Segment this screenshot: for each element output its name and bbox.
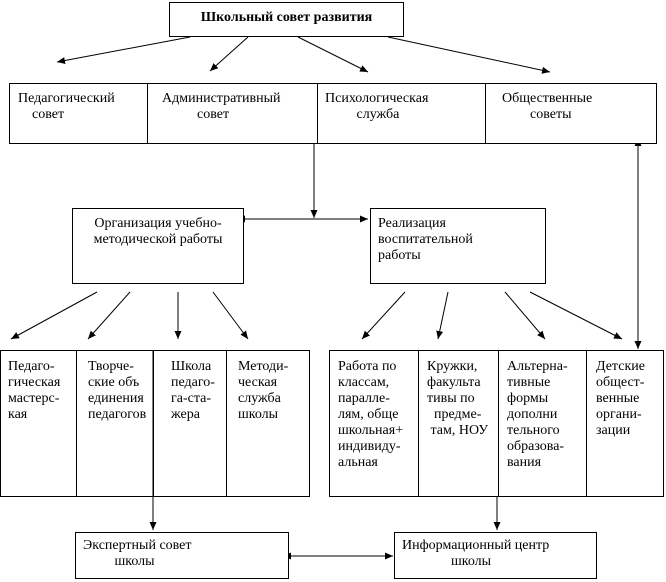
clubs-electives-cell: Кружки, факульта тивы по предме- там, НО… [418, 351, 498, 496]
arrow-root-to-public-councils [387, 36, 551, 74]
children-organizations-label: Детские общест- венные органи- зации [596, 359, 645, 438]
methodical-work-box: Организация учебно- методической работы [72, 208, 244, 284]
pedagogical-workshop-cell: Педаго- гическая мастерс- кая [1, 351, 76, 496]
top-row-box: Педагогический совет Административный со… [9, 83, 657, 144]
arrow-methodical-to-creative [87, 291, 131, 340]
public-councils-cell: Общественные советы [485, 84, 658, 143]
educational-work-label: Реализация воспитательной работы [378, 216, 473, 263]
pedagogical-council-cell: Педагогический совет [10, 84, 147, 143]
creative-teams-label: Творче- ские объ единения педагогов [88, 359, 147, 422]
class-work-cell: Работа по классам, паралле- лям, обще шк… [330, 351, 418, 496]
methodical-service-cell: Методи- ческая служба школы [226, 351, 311, 496]
psych-service-label: Психологическая служба [325, 91, 429, 122]
intern-teacher-school-label: Школа педаго- га-ста- жера [171, 359, 215, 422]
arrow-root-to-pedagogical-council [56, 36, 191, 64]
arrow-educational-to-clubs [436, 291, 449, 340]
pedagogical-council-label: Педагогический совет [18, 91, 115, 122]
public-councils-label: Общественные советы [502, 91, 593, 122]
info-center-label: Информационный центр школы [402, 538, 550, 569]
methodical-work-label: Организация учебно- методической работы [93, 216, 223, 247]
clubs-electives-label: Кружки, факульта тивы по предме- там, НО… [427, 359, 489, 438]
intern-teacher-school-cell: Школа педаго- га-ста- жера [153, 351, 226, 496]
educational-work-box: Реализация воспитательной работы [370, 208, 546, 284]
expert-council-box: Экспертный совет школы [75, 532, 289, 579]
alternative-forms-label: Альтерна- тивные формы дополни тельного … [507, 359, 568, 470]
class-work-label: Работа по классам, паралле- лям, обще шк… [338, 359, 404, 470]
arrow-educational-to-class-work [361, 291, 406, 340]
arrow-methodical-to-method-service [212, 291, 249, 340]
school-development-council-label: Школьный совет развития [200, 10, 373, 25]
arrow-methodical-to-workshop [10, 291, 98, 340]
expert-council-label: Экспертный совет школы [83, 538, 192, 569]
school-development-council-box: Школьный совет развития [169, 2, 404, 37]
arrow-educational-to-children-orgs [529, 291, 623, 340]
alternative-forms-cell: Альтерна- тивные формы дополни тельного … [498, 351, 586, 496]
admin-council-label: Административный совет [162, 91, 281, 122]
children-organizations-cell: Детские общест- венные органи- зации [586, 351, 665, 496]
methodical-units-box: Педаго- гическая мастерс- кая Творче- ск… [0, 350, 310, 497]
educational-units-box: Работа по классам, паралле- лям, обще шк… [329, 350, 664, 497]
pedagogical-workshop-label: Педаго- гическая мастерс- кая [8, 359, 61, 422]
info-center-box: Информационный центр школы [394, 532, 597, 579]
arrow-educational-to-alt-forms [504, 291, 546, 340]
psych-service-cell: Психологическая служба [317, 84, 485, 143]
arrow-root-to-admin-council [209, 36, 249, 72]
creative-teams-cell: Творче- ские объ единения педагогов [76, 351, 153, 496]
methodical-service-label: Методи- ческая служба школы [238, 359, 289, 422]
admin-council-cell: Административный совет [147, 84, 317, 143]
arrow-root-to-psych-service [297, 36, 369, 73]
